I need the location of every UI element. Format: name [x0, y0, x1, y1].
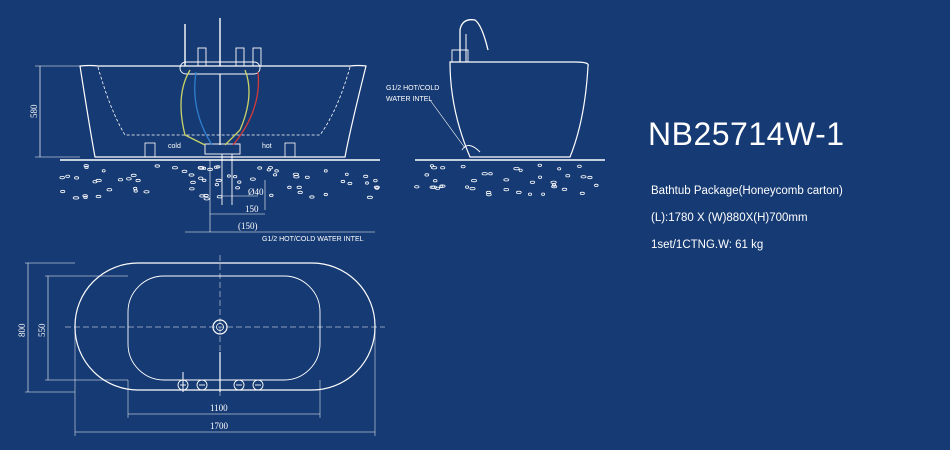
flex-hoses: [180, 69, 260, 146]
length-inner-label: 1100: [210, 403, 228, 413]
dim-150-ref-label: (150): [238, 221, 258, 231]
product-dimensions: (L):1780 X (W)880X(H)700mm: [651, 212, 808, 224]
top-view: [25, 255, 385, 436]
side-view: [415, 19, 605, 161]
gravel-pattern-side: [414, 163, 599, 197]
width-inner-label: 550: [37, 323, 47, 337]
side-inlet-line1: G1/2 HOT/COLD: [386, 85, 439, 92]
width-outer-label: 800: [17, 323, 27, 337]
package-type: Bathtub Package(Honeycomb carton): [651, 185, 843, 197]
length-outer-label: 1700: [210, 421, 229, 431]
side-inlet-line2: WATER INTEL: [386, 96, 432, 103]
product-weight: 1set/1CTNG.W: 61 kg: [651, 239, 764, 251]
tub-side-outline: [449, 61, 589, 158]
model-number: NB25714W-1: [648, 116, 845, 152]
tub-top-inner: [127, 275, 321, 381]
front-view: [35, 18, 380, 233]
tub-top-outline: [74, 262, 376, 391]
hot-label: hot: [262, 143, 272, 150]
front-inlet-label: G1/2 HOT/COLD WATER INTEL: [262, 236, 364, 243]
control-knobs: [177, 379, 264, 391]
dim-150-label: 150: [245, 204, 259, 214]
cold-label: cold: [168, 143, 181, 150]
height-dim-label: 580: [29, 104, 39, 118]
gravel-pattern: [59, 164, 380, 201]
tub-front-outline: [79, 64, 367, 158]
drain-diameter-label: Ø40: [248, 187, 264, 197]
